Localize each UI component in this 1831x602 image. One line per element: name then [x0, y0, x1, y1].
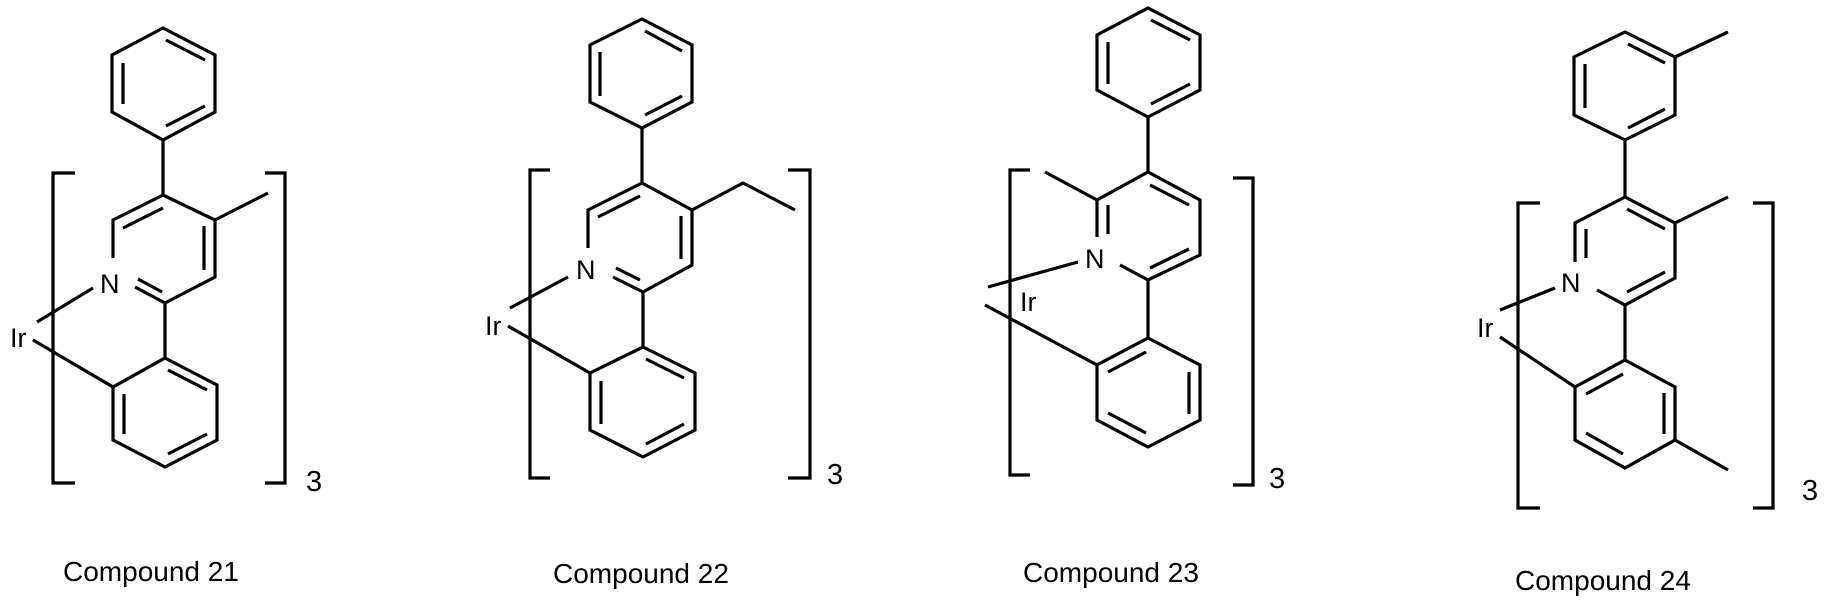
left-bracket — [51, 171, 75, 485]
compound-23-structure: N Ir 3 Compound 23 — [984, 6, 1285, 588]
pyridine-ring-icon — [111, 191, 269, 305]
iridium-atom: Ir — [1477, 313, 1494, 343]
left-bracket — [1008, 168, 1030, 477]
phenyl-ring-icon — [1095, 336, 1202, 449]
compound-22-structure: N Ir 3 Compound 22 — [485, 17, 843, 589]
tolyl-ring-icon — [1573, 358, 1729, 472]
ir-n-bond — [36, 286, 94, 324]
ir-c-bond — [1499, 335, 1576, 389]
compound-21-structure: N Ir 3 Compound 21 — [10, 26, 322, 587]
phenyl-ring-icon — [588, 17, 694, 130]
nitrogen-atom: N — [100, 269, 120, 299]
pyridine-ring-icon — [586, 181, 796, 294]
right-bracket — [1753, 201, 1775, 510]
nitrogen-atom: N — [576, 255, 596, 285]
multiplicity-subscript: 3 — [1802, 475, 1818, 507]
left-bracket — [1516, 201, 1540, 510]
ir-c-bond — [507, 324, 591, 375]
methyl-bond — [1674, 195, 1729, 225]
methyl-bond — [1674, 30, 1729, 59]
phenyl-ring-icon — [111, 356, 219, 469]
iridium-atom: Ir — [1020, 287, 1037, 317]
multiplicity-subscript: 3 — [827, 459, 843, 491]
methyl-bond — [1674, 438, 1729, 472]
ir-n-bond — [509, 275, 569, 310]
compound-label: Compound 24 — [1515, 565, 1691, 596]
right-bracket — [265, 171, 287, 485]
compound-label: Compound 23 — [1023, 557, 1199, 588]
multiplicity-subscript: 3 — [1269, 463, 1285, 495]
ir-n-bond — [1499, 286, 1556, 312]
phenyl-ring-icon — [1095, 6, 1202, 119]
tolyl-ring-icon — [1572, 30, 1729, 142]
compound-label: Compound 22 — [553, 558, 729, 589]
right-bracket — [1233, 176, 1255, 487]
left-bracket — [528, 168, 550, 480]
pyridine-ring-icon — [1573, 195, 1729, 307]
ir-n-bond — [987, 260, 1079, 289]
ir-c-bond — [984, 303, 1098, 367]
phenyl-ring-icon — [110, 26, 217, 142]
right-bracket — [788, 168, 812, 480]
nitrogen-atom: N — [1561, 268, 1581, 298]
iridium-atom: Ir — [485, 311, 502, 341]
ethyl-bond — [691, 181, 796, 212]
phenyl-ring-icon — [588, 345, 697, 459]
compound-24-structure: N Ir 3 Compound 24 — [1477, 30, 1818, 596]
compound-label: Compound 21 — [63, 556, 239, 587]
ir-c-bond — [32, 338, 114, 389]
nitrogen-atom: N — [1085, 244, 1105, 274]
multiplicity-subscript: 3 — [306, 466, 322, 498]
methyl-bond — [1044, 170, 1098, 202]
methyl-bond — [214, 191, 269, 222]
iridium-atom: Ir — [10, 323, 27, 353]
